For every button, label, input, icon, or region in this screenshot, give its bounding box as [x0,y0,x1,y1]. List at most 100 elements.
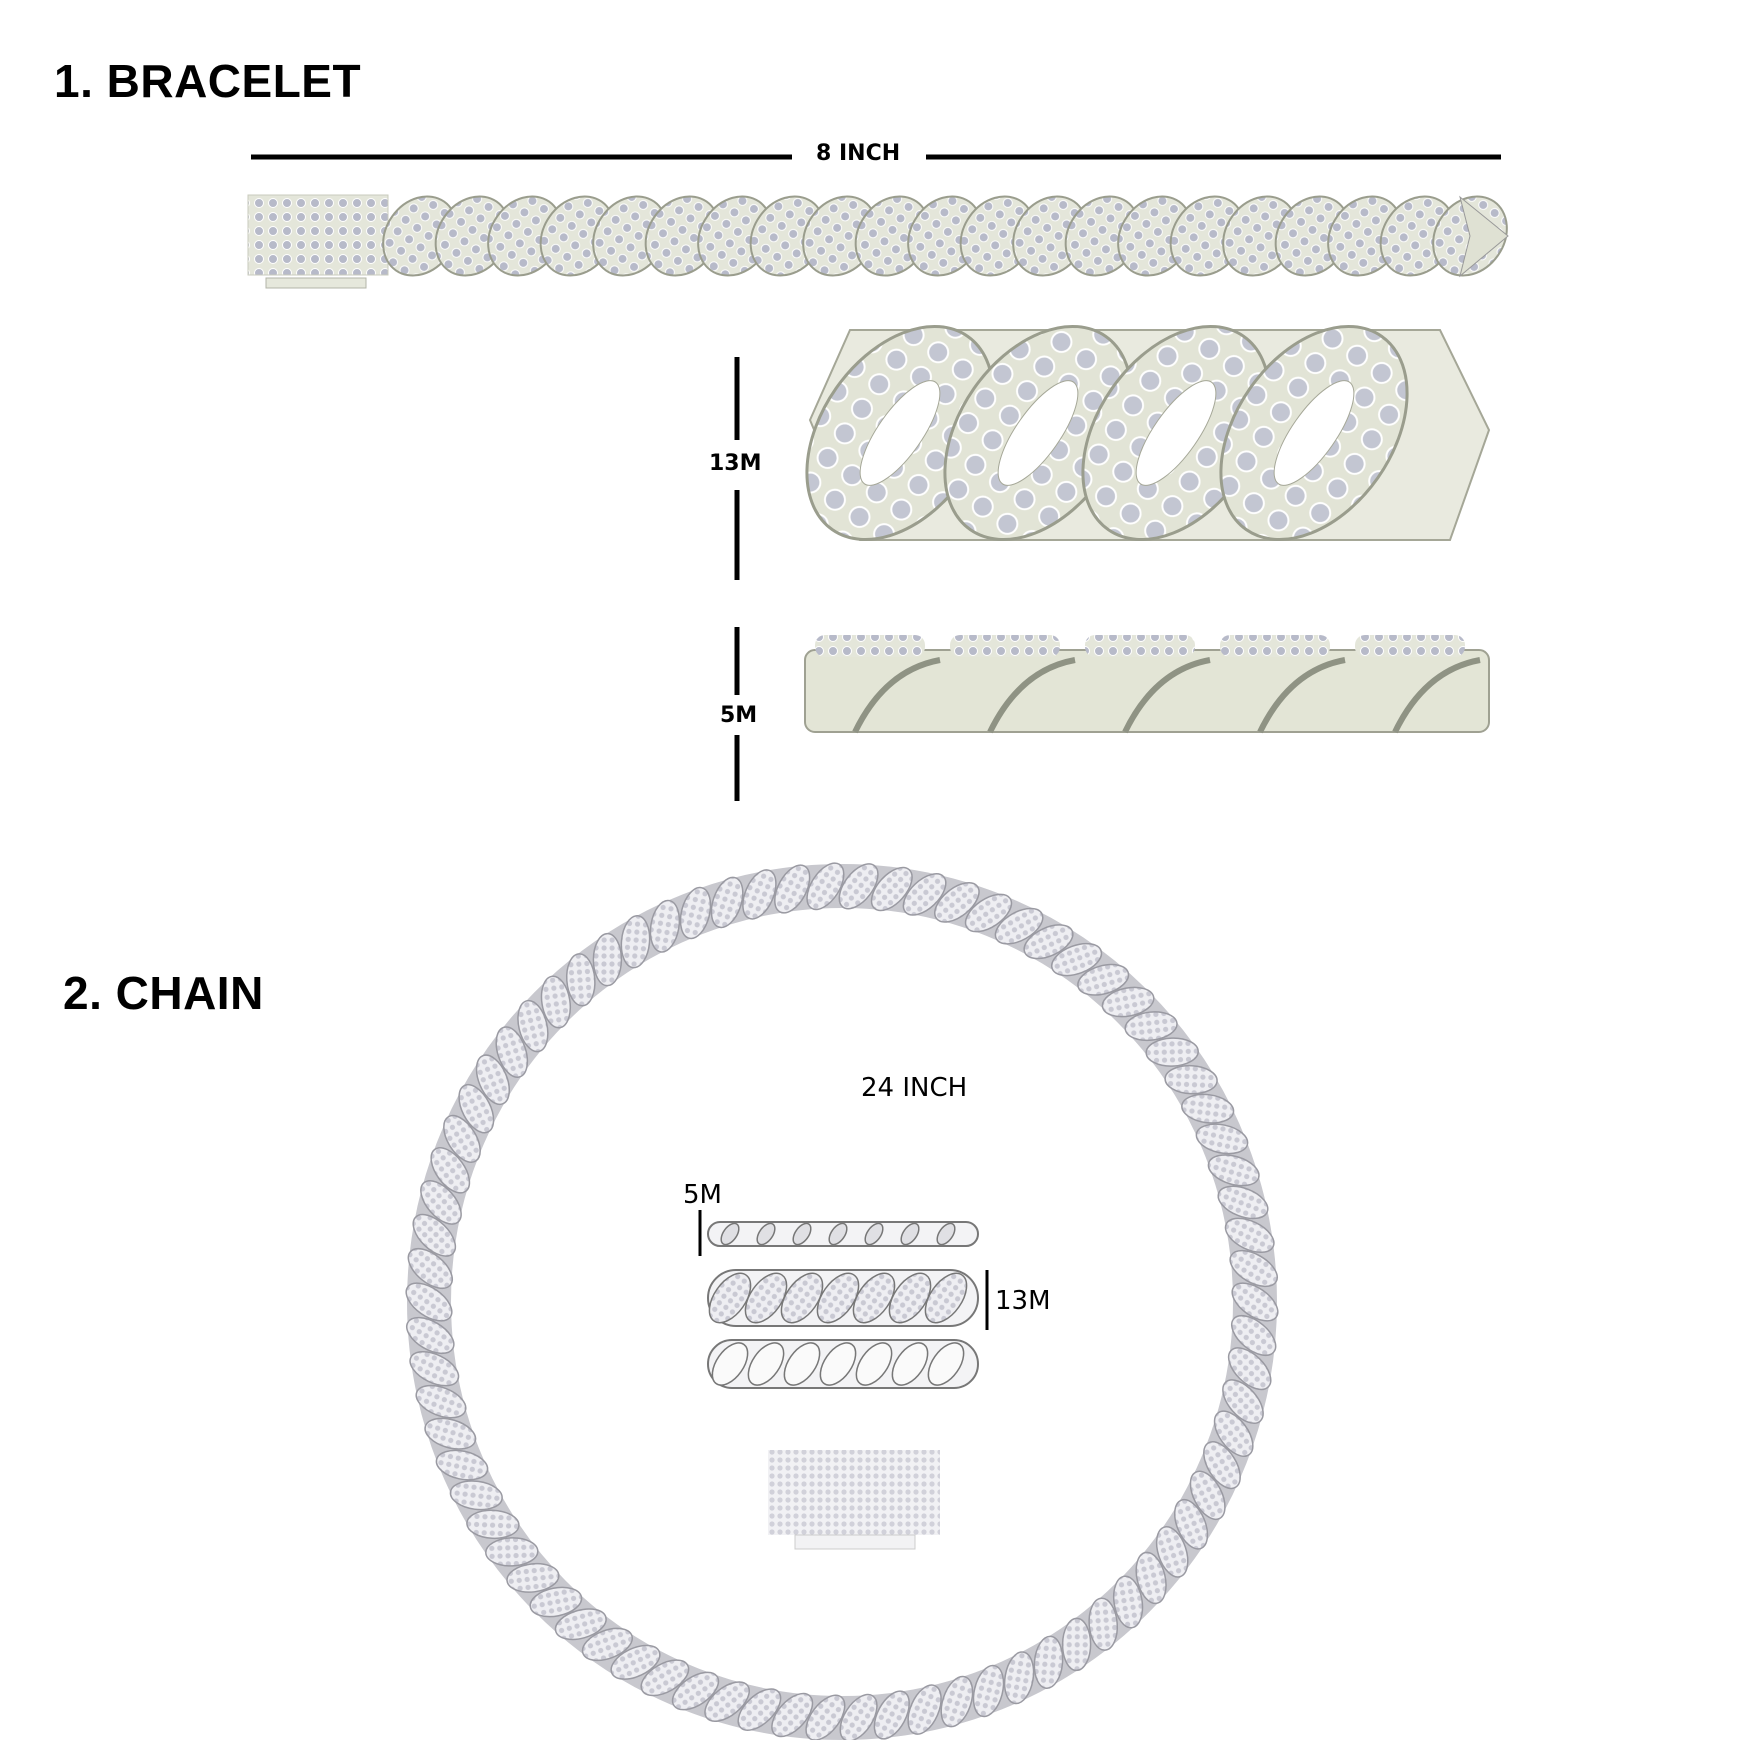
chain-back-link [819,1342,857,1386]
chain-link [405,1282,453,1322]
chain-top-link [852,1272,896,1324]
chain-link [1229,1249,1278,1288]
closeup-link-hole [1273,380,1355,486]
side-link-curve [1392,657,1481,734]
chain-link [994,907,1044,945]
chain-side-link [936,1222,956,1246]
chain-link [458,1083,495,1134]
bracelet-width-label: 13M [709,451,762,476]
chain-link [710,876,744,929]
bracelet-clasp-tab [265,277,367,289]
chain-link [806,862,845,911]
closeup-link-hole [1135,380,1217,486]
side-stone-row [1355,635,1465,657]
chain-side-link [792,1222,812,1246]
closeup-link-hole [997,380,1079,486]
chain-link [774,864,811,914]
chain-link [1231,1314,1277,1357]
chain-link [640,1659,690,1697]
chain-link [1112,1575,1144,1629]
chain-side-link [900,1222,920,1246]
chain-side-link [864,1222,884,1246]
chain-back-link [711,1342,749,1386]
chain-link [737,1688,782,1731]
chain-link [540,975,572,1029]
chain-link [704,1681,750,1722]
chain-link [1207,1154,1260,1187]
chain-side-link [756,1222,776,1246]
chain-link [805,1694,846,1740]
side-link-curve [987,657,1076,734]
chain-link [1155,1526,1189,1578]
chain-necklace [405,862,1279,1740]
chain-link [485,1537,539,1567]
chain-link [1101,986,1155,1018]
side-stone-row [950,635,1060,657]
chain-top-detail [707,1269,979,1327]
chain-link [1124,1011,1178,1042]
chain-side-link [828,1222,848,1246]
chain-link [1164,1064,1218,1095]
chain-link [1061,1617,1092,1672]
chain-link [870,866,913,912]
chain-link [1077,963,1130,996]
chain-link [902,873,947,916]
chain-link [424,1417,477,1450]
chain-back-link [783,1342,821,1386]
chain-link [443,1114,481,1163]
chain-link [1217,1185,1269,1220]
chain-link [1033,1635,1064,1689]
chain-clasp [768,1450,940,1550]
chain-link [1135,1551,1167,1605]
chain-link [592,932,623,987]
chain-link [435,1449,489,1481]
chain-link [1195,1123,1249,1155]
chain-link [1023,924,1074,960]
chain-link [964,893,1013,933]
chain-link [554,1608,607,1641]
chain-link [1145,1037,1199,1067]
chain-section-title: 2. CHAIN [63,967,264,1019]
chain-back-link [747,1342,785,1386]
chain-link [581,1627,634,1662]
chain-link [466,1509,520,1540]
chain-back-link [891,1342,929,1386]
chain-link [679,886,712,940]
chain-link [406,1316,455,1355]
chain-link [517,999,549,1053]
chain-top-link [888,1272,932,1324]
chain-top-link [708,1272,752,1324]
chain-link [565,953,596,1007]
bracelet-side-closeup [804,635,1490,734]
chain-link [771,1692,814,1738]
side-link-curve [852,657,941,734]
side-stone-row [1085,635,1195,657]
chain-link [1189,1470,1226,1521]
chain-side-detail [707,1221,979,1247]
chain-link [475,1054,511,1106]
chain-link [940,1675,974,1728]
side-body [804,649,1490,733]
chain-link [1088,1597,1119,1651]
chain-link [415,1384,467,1419]
bracelet-section-title: 1. BRACELET [54,55,362,107]
chain-link [1173,1498,1209,1550]
chain-link [1203,1441,1241,1490]
chain-top-link [816,1272,860,1324]
chain-link [873,1690,910,1740]
chain-link [1050,942,1103,977]
chain-link [495,1026,529,1078]
bracelet-clasp [247,194,389,276]
bracelet-end-link [1459,195,1509,278]
chain-length-label: 24 INCH [861,1073,968,1103]
chain-link [610,1644,661,1680]
bracelet-length-label: 8 INCH [816,141,901,166]
chain-top-link [924,1272,968,1324]
chain-link [742,869,777,920]
chain-thickness-label: 5M [683,1180,722,1210]
chain-link [407,1247,453,1290]
chain-link [420,1180,462,1225]
chain-link [649,899,681,953]
chain-side-link [720,1222,740,1246]
chain-link [449,1480,503,1511]
